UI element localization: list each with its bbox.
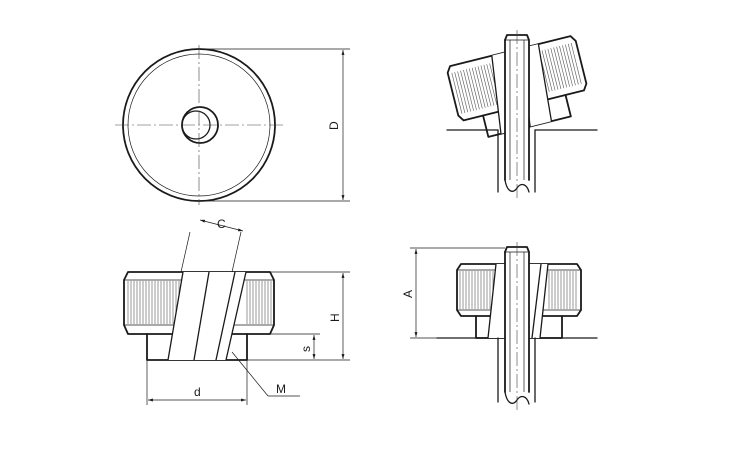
knurl-line xyxy=(463,69,474,111)
knurl-line xyxy=(451,72,463,114)
tilted-assembly-view xyxy=(446,30,598,198)
label-H: H xyxy=(328,313,342,322)
thread-edge-1 xyxy=(167,271,184,361)
knurl-line xyxy=(565,44,576,86)
knurl-line xyxy=(550,48,562,90)
assembled-rod-right xyxy=(504,246,530,393)
assembled-knob-head xyxy=(456,263,582,317)
knurl-line xyxy=(474,66,486,108)
knurl-line xyxy=(562,45,573,87)
knurl-line xyxy=(556,46,568,88)
knurling-right xyxy=(246,281,272,324)
side-view: C H s d M xyxy=(123,217,350,405)
helix-guide-2 xyxy=(231,231,242,273)
tilted-thread-edge-1 xyxy=(491,55,502,135)
thread-band-fill xyxy=(168,272,246,360)
leader-M xyxy=(231,351,269,397)
knurl-line xyxy=(544,49,556,91)
dim-line-C xyxy=(199,219,244,232)
helix-guide-1 xyxy=(180,231,191,273)
thread-edge-2 xyxy=(225,271,247,361)
label-A: A xyxy=(401,290,415,298)
knurl-line xyxy=(483,64,495,106)
knurl-line xyxy=(477,66,489,108)
assembled-view: A xyxy=(401,242,598,410)
knurl-line xyxy=(460,70,471,112)
label-M: M xyxy=(276,382,286,396)
knurl-line xyxy=(486,64,498,105)
thread-edge-4 xyxy=(215,271,236,361)
knurl-line xyxy=(570,43,582,84)
knurl-line xyxy=(468,68,480,110)
knurl-line xyxy=(457,71,469,113)
assembled-thread-edge-1 xyxy=(487,263,497,339)
top-view: D xyxy=(115,45,350,205)
assembled-knurling-left xyxy=(459,271,494,309)
knurl-line xyxy=(553,47,565,89)
knurl-line xyxy=(480,65,492,107)
assembled-thread-edge-3 xyxy=(531,263,542,339)
knurl-line xyxy=(547,48,559,90)
assembled-knurling-right xyxy=(548,271,577,309)
knurl-line xyxy=(471,67,483,109)
label-D: D xyxy=(327,121,341,130)
rod-right xyxy=(504,34,530,181)
label-d: d xyxy=(194,385,201,399)
knurling-left xyxy=(127,281,183,324)
knurl-line xyxy=(454,72,466,113)
thread-edge-3 xyxy=(193,271,210,361)
label-C: C xyxy=(217,217,226,231)
assembled-thread-edge-2 xyxy=(539,263,549,339)
knurl-line xyxy=(541,50,553,92)
knurl-line xyxy=(466,69,477,111)
tilted-knob-head xyxy=(446,35,588,122)
knurl-line xyxy=(559,45,570,87)
label-s: s xyxy=(299,346,313,352)
knurl-line xyxy=(567,43,579,85)
tilted-thread-edge-2 xyxy=(537,43,553,122)
